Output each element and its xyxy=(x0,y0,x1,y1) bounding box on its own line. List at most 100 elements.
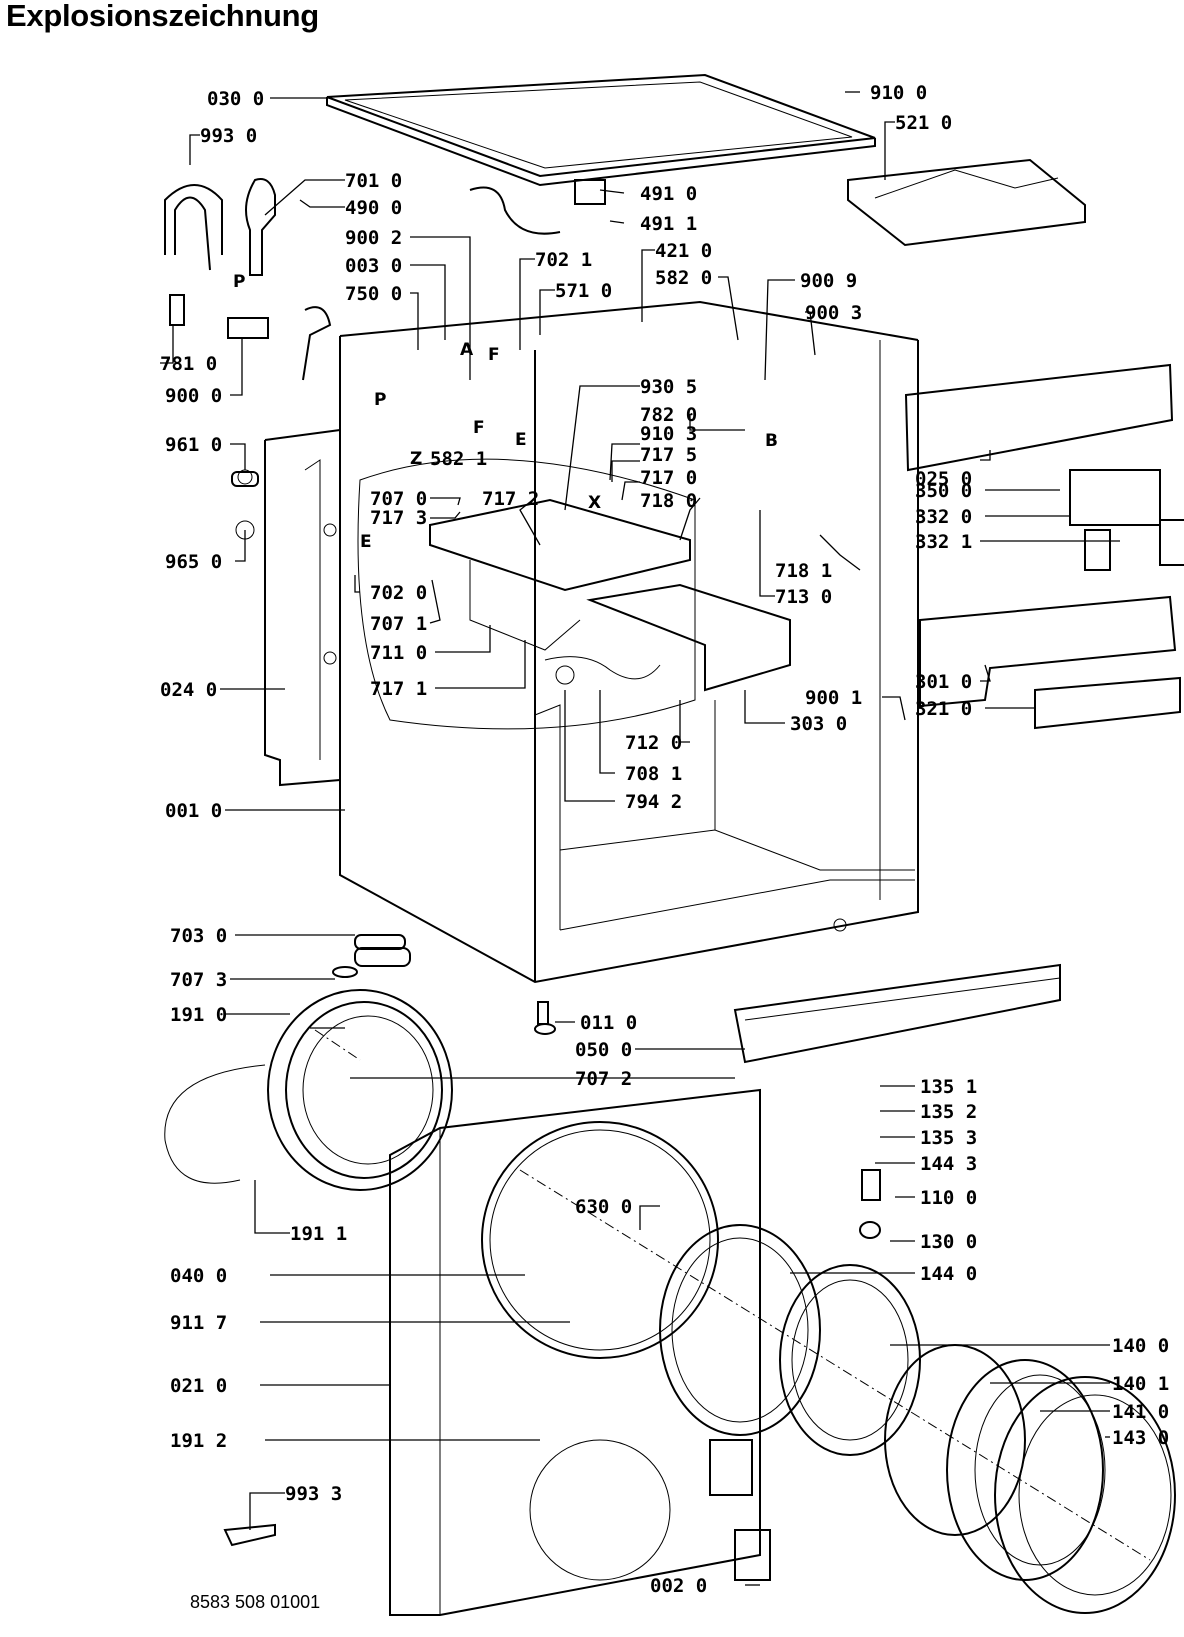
callout-label: 130 0 xyxy=(920,1231,977,1253)
callout-label: 703 0 xyxy=(170,925,227,947)
callout-label: 965 0 xyxy=(165,551,222,573)
callout-label: 717 1 xyxy=(370,678,427,700)
callout-label: 140 0 xyxy=(1112,1335,1169,1357)
part-drawings xyxy=(164,73,1184,1616)
callout-label: 718 1 xyxy=(775,560,832,582)
marker-letter: P xyxy=(374,390,386,410)
callout-label: 144 3 xyxy=(920,1153,977,1175)
callout-label: 001 0 xyxy=(165,800,222,822)
callout-label: 717 3 xyxy=(370,507,427,529)
callout-label: 750 0 xyxy=(345,283,402,305)
small-parts xyxy=(223,469,881,1581)
axis-line xyxy=(314,1029,361,1061)
callout-label: 321 0 xyxy=(915,698,972,720)
callout-label: 707 1 xyxy=(370,613,427,635)
callout-label: 781 0 xyxy=(160,353,217,375)
callout-label: 930 5 xyxy=(640,376,697,398)
callout-label: 491 0 xyxy=(640,183,697,205)
document-number: 8583 508 01001 xyxy=(190,1592,321,1612)
inlet-hoses-part xyxy=(164,178,332,381)
callout-label: 490 0 xyxy=(345,197,402,219)
callout-label: 910 0 xyxy=(870,82,927,104)
callout-label: 030 0 xyxy=(207,88,264,110)
callout-label: 025 0 xyxy=(915,468,972,490)
detergent-dispenser-part xyxy=(357,458,791,730)
cable-harness-part xyxy=(469,179,606,235)
marker-letter: P xyxy=(233,272,245,292)
top-cover-part xyxy=(326,73,876,187)
callout-label: 191 2 xyxy=(170,1430,227,1452)
back-panel-part xyxy=(264,429,341,787)
callout-label: 707 0 xyxy=(370,488,427,510)
callout-label: 900 9 xyxy=(800,270,857,292)
callout-label: 900 1 xyxy=(805,687,862,709)
callout-label: 491 1 xyxy=(640,213,697,235)
front-panel-part xyxy=(389,1088,761,1616)
callout-label: 717 2 xyxy=(482,488,539,510)
callout-label: 332 1 xyxy=(915,531,972,553)
callout-label: 110 0 xyxy=(920,1187,977,1209)
callout-label: 135 1 xyxy=(920,1076,977,1098)
callout-label: 711 0 xyxy=(370,642,427,664)
marker-letter: X xyxy=(588,493,601,513)
callout-label: 900 2 xyxy=(345,227,402,249)
callout-label: 350 0 xyxy=(915,480,972,502)
callout-label: 708 1 xyxy=(625,763,682,785)
callout-label: 571 0 xyxy=(555,280,612,302)
marker-letter: F xyxy=(488,345,500,365)
callout-labels: 030 0 993 0 701 0 490 0 900 2 003 0 750 … xyxy=(160,82,1169,1597)
callout-label: 144 0 xyxy=(920,1263,977,1285)
kick-strip-part xyxy=(733,963,1061,1064)
callout-label: 794 2 xyxy=(625,791,682,813)
marker-letter: B xyxy=(765,431,778,451)
cabinet-part xyxy=(339,300,919,984)
callout-label: 993 3 xyxy=(285,1483,342,1505)
callout-label: 191 1 xyxy=(290,1223,347,1245)
callout-label: 707 3 xyxy=(170,969,227,991)
callout-label: 707 2 xyxy=(575,1068,632,1090)
page-title: Explosionszeichnung xyxy=(6,0,319,33)
door-seal-part xyxy=(164,947,453,1191)
callout-label: 135 3 xyxy=(920,1127,977,1149)
callout-label: 301 0 xyxy=(915,671,972,693)
callout-label: 521 0 xyxy=(895,112,952,134)
marker-letter: A xyxy=(460,340,474,360)
callout-label: 050 0 xyxy=(575,1039,632,1061)
callout-label: 910 3 xyxy=(640,423,697,445)
callout-label: 911 7 xyxy=(170,1312,227,1334)
callout-label: 712 0 xyxy=(625,732,682,754)
callout-label: 718 0 xyxy=(640,490,697,512)
callout-label: 141 0 xyxy=(1112,1401,1169,1423)
callout-label: 717 0 xyxy=(640,467,697,489)
callout-label: 421 0 xyxy=(655,240,712,262)
callout-label: 191 0 xyxy=(170,1004,227,1026)
control-panel-parts xyxy=(904,363,1184,730)
callout-label: 630 0 xyxy=(575,1196,632,1218)
callout-label: 135 2 xyxy=(920,1101,977,1123)
marker-letter: Z xyxy=(410,449,422,469)
callout-label: 782 0 xyxy=(640,404,697,426)
callout-label: 011 0 xyxy=(580,1012,637,1034)
callout-label: 582 1 xyxy=(430,448,487,470)
callout-label: 040 0 xyxy=(170,1265,227,1287)
axis-line xyxy=(519,1169,1151,1561)
letter-markers: P P A F F E E Z B X xyxy=(233,272,778,552)
marker-letter: F xyxy=(473,418,485,438)
callout-label: 143 0 xyxy=(1112,1427,1169,1449)
callout-label: 717 5 xyxy=(640,444,697,466)
callout-label: 332 0 xyxy=(915,506,972,528)
callout-label: 303 0 xyxy=(790,713,847,735)
callout-label: 993 0 xyxy=(200,125,257,147)
callout-label: 701 0 xyxy=(345,170,402,192)
marker-letter: E xyxy=(515,430,527,450)
callout-label: 140 1 xyxy=(1112,1373,1169,1395)
callout-label: 021 0 xyxy=(170,1375,227,1397)
leader-lines xyxy=(160,91,1120,1586)
callout-label: 900 0 xyxy=(165,385,222,407)
callout-label: 024 0 xyxy=(160,679,217,701)
door-assembly-part xyxy=(659,1224,1176,1614)
callout-label: 961 0 xyxy=(165,434,222,456)
callout-label: 702 0 xyxy=(370,582,427,604)
callout-label: 900 3 xyxy=(805,302,862,324)
